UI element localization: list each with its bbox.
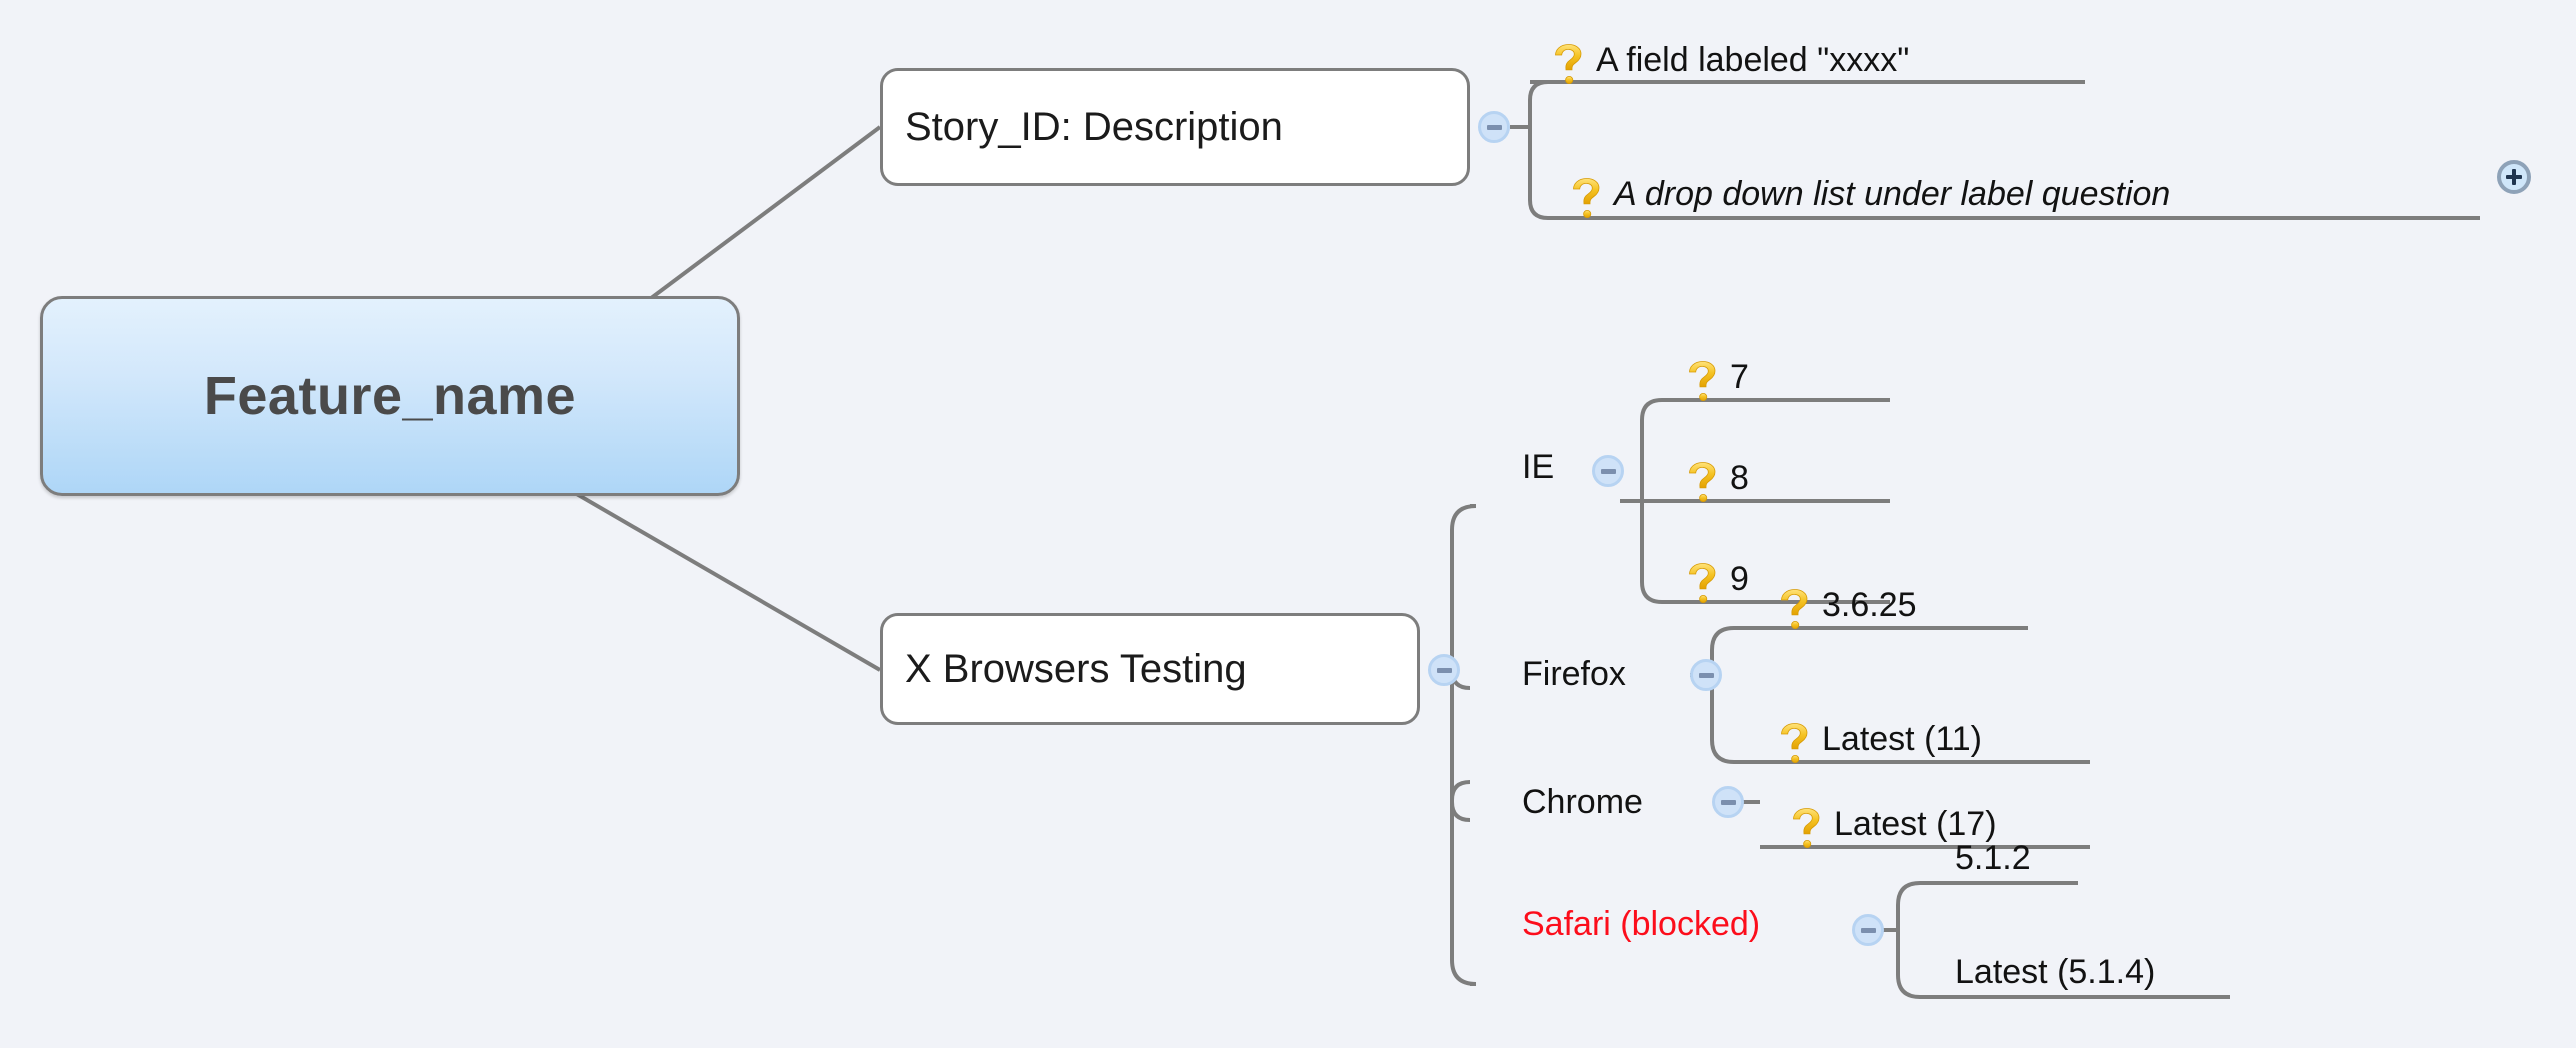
browser-ie-version-0-label: 7 [1730,358,1749,396]
question-mark-icon [1686,460,1720,504]
minus-icon [1860,927,1876,933]
browser-chrome-version-0-label: Latest (17) [1834,805,1997,843]
question-mark-icon [1686,359,1720,403]
question-mark-icon [1552,42,1586,86]
root-node-label: Feature_name [203,366,577,426]
story-child-1-expand-toggle[interactable] [2497,160,2531,194]
browser-safari-label[interactable]: Safari (blocked) [1522,905,1761,943]
story-child-0[interactable]: A field labeled "xxxx" [1552,38,1910,85]
browser-ie-collapse-toggle[interactable] [1592,455,1624,487]
browser-firefox-version-1-label: Latest (11) [1822,720,1983,758]
browser-chrome-version-0[interactable]: Latest (17) [1790,802,1997,849]
browser-firefox-collapse-toggle[interactable] [1690,659,1722,691]
browser-firefox-version-0[interactable]: 3.6.25 [1778,583,1917,630]
story-collapse-toggle[interactable] [1478,111,1510,143]
browser-chrome-label[interactable]: Chrome [1522,783,1643,821]
browser-firefox-version-0-label: 3.6.25 [1822,586,1917,624]
question-mark-icon [1790,806,1824,850]
story-child-1-label: A drop down list under label question [1614,175,2171,213]
edge-safari-v1 [1896,881,2078,906]
question-mark-icon [1778,721,1812,765]
browser-safari-version-1[interactable]: Latest (5.1.4) [1955,952,2155,994]
browser-chrome-collapse-toggle[interactable] [1712,786,1744,818]
edge-spine-to-chrome-up [1450,780,1471,801]
browsers-node[interactable]: X Browsers Testing [880,613,1420,725]
story-child-1[interactable]: A drop down list under label question [1570,172,2171,219]
question-mark-icon [1778,587,1812,631]
browsers-collapse-toggle[interactable] [1428,654,1460,686]
minus-icon [1698,672,1714,678]
edge-browsers-spine-botcap [1450,959,1477,986]
browser-firefox-version-1[interactable]: Latest (11) [1778,717,1983,764]
edge-root-to-browsers [573,491,882,672]
browser-safari-version-0[interactable]: 5.1.2 [1955,838,2031,880]
minus-icon [1720,799,1736,805]
browser-ie-version-1[interactable]: 8 [1686,456,1749,503]
minus-icon [1436,667,1452,673]
browser-safari-collapse-toggle[interactable] [1852,914,1884,946]
browser-ie-version-0[interactable]: 7 [1686,355,1749,402]
story-node-label: Story_ID: Description [905,104,1283,149]
browser-safari-version-1-label: Latest (5.1.4) [1955,953,2156,991]
minus-icon [1486,124,1502,130]
edge-ie-v8 [1640,420,1890,503]
browser-firefox-label[interactable]: Firefox [1522,655,1626,693]
edge-ie-v7 [1640,398,1890,421]
edge-spine-to-safari [1450,801,1471,822]
browser-ie-version-2-label: 9 [1730,560,1749,598]
question-mark-icon [1570,176,1604,220]
story-child-0-label: A field labeled "xxxx" [1596,41,1910,79]
browser-safari-version-0-label: 5.1.2 [1955,839,2031,877]
plus-icon-vertical [2512,169,2516,185]
browser-ie-label[interactable]: IE [1522,448,1555,486]
minus-icon [1600,468,1616,474]
browser-ie-version-1-label: 8 [1730,459,1749,497]
edge-firefox-v1 [1710,626,2028,651]
question-mark-icon [1686,561,1720,605]
browsers-node-label: X Browsers Testing [905,646,1247,691]
edge-story-child1-bracket [1528,80,2085,101]
browser-ie-version-2[interactable]: 9 [1686,557,1749,604]
story-node[interactable]: Story_ID: Description [880,68,1470,186]
edge-browsers-spine-topcap [1450,504,1477,531]
root-node[interactable]: Feature_name [40,296,740,496]
